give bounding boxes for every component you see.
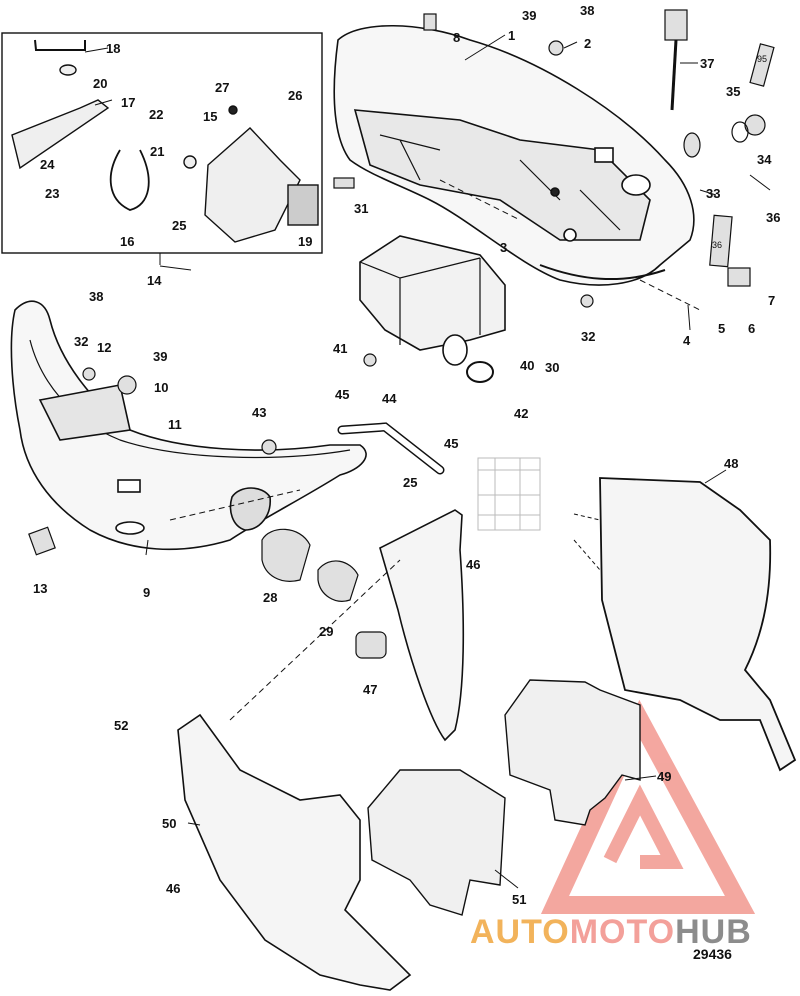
label-25b: 25 xyxy=(403,475,417,490)
label-18: 18 xyxy=(106,41,120,56)
label-39: 39 xyxy=(522,8,536,23)
label-17: 17 xyxy=(121,95,135,110)
label-1: 1 xyxy=(508,28,515,43)
foam-panel-51 xyxy=(367,769,506,916)
label-45: 45 xyxy=(335,387,349,402)
label-13: 13 xyxy=(33,581,47,596)
air-box-part xyxy=(359,235,506,366)
label-8: 8 xyxy=(453,30,460,45)
label-27: 27 xyxy=(215,80,229,95)
label-32: 32 xyxy=(74,334,88,349)
inset-parts xyxy=(11,39,319,243)
label-10: 10 xyxy=(154,380,168,395)
label-38: 38 xyxy=(580,3,594,18)
label-19: 19 xyxy=(298,234,312,249)
label-15: 15 xyxy=(203,109,217,124)
label-45b: 45 xyxy=(444,436,458,451)
label-16: 16 xyxy=(120,234,134,249)
label-20: 20 xyxy=(93,76,107,91)
label-44: 44 xyxy=(382,391,397,406)
label-29: 29 xyxy=(319,624,333,639)
label-32b: 32 xyxy=(581,329,595,344)
label-28: 28 xyxy=(263,590,277,605)
label-21: 21 xyxy=(150,144,164,159)
label-24: 24 xyxy=(40,157,55,172)
label-14: 14 xyxy=(147,273,162,288)
label-4: 4 xyxy=(683,333,691,348)
tube-label-36: 36 xyxy=(712,240,722,250)
label-23: 23 xyxy=(45,186,59,201)
label-33: 33 xyxy=(706,186,720,201)
watermark-text: AUTOMOTOHUB xyxy=(470,913,752,952)
label-7: 7 xyxy=(768,293,775,308)
label-52: 52 xyxy=(114,718,128,733)
label-30: 30 xyxy=(545,360,559,375)
label-49: 49 xyxy=(657,769,671,784)
leader-lines xyxy=(84,34,771,889)
part-labels: 1 2 3 4 5 6 7 8 9 10 11 12 13 14 15 16 1… xyxy=(33,3,780,907)
center-panel-part xyxy=(379,509,465,742)
label-38b: 38 xyxy=(89,289,103,304)
label-42: 42 xyxy=(514,406,528,421)
label-51: 51 xyxy=(512,892,526,907)
watermark-logo xyxy=(540,699,756,914)
lower-panel-part xyxy=(177,713,412,991)
label-3: 3 xyxy=(500,240,507,255)
label-35: 35 xyxy=(726,84,740,99)
label-34: 34 xyxy=(757,152,772,167)
o-ring-part xyxy=(466,361,494,383)
label-43: 43 xyxy=(252,405,266,420)
label-39b: 39 xyxy=(153,349,167,364)
label-26: 26 xyxy=(288,88,302,103)
label-2: 2 xyxy=(584,36,591,51)
label-5: 5 xyxy=(718,321,725,336)
label-12: 12 xyxy=(97,340,111,355)
label-11: 11 xyxy=(168,417,182,432)
label-46: 46 xyxy=(466,557,480,572)
label-31: 31 xyxy=(354,201,368,216)
label-37: 37 xyxy=(700,56,714,71)
label-46b: 46 xyxy=(166,881,180,896)
inset-box-14 xyxy=(1,32,323,254)
label-9: 9 xyxy=(143,585,150,600)
label-41: 41 xyxy=(333,341,347,356)
label-48: 48 xyxy=(724,456,738,471)
label-36: 36 xyxy=(766,210,780,225)
label-50: 50 xyxy=(162,816,176,831)
label-22: 22 xyxy=(149,107,163,122)
label-6: 6 xyxy=(748,321,755,336)
label-25: 25 xyxy=(172,218,186,233)
ghost-component xyxy=(477,457,541,531)
tube-label-95: 95 xyxy=(757,54,767,64)
side-panel-part xyxy=(599,477,797,772)
top-cowl-part xyxy=(333,24,695,286)
misc-hardware xyxy=(28,9,775,659)
document-id: 29436 xyxy=(693,946,732,962)
watermark-part1: AUTO xyxy=(470,913,570,951)
watermark-part2: MOTO xyxy=(569,913,676,951)
foam-panel-49 xyxy=(504,679,641,826)
label-47: 47 xyxy=(363,682,377,697)
watermark-part3: HUB xyxy=(675,913,752,951)
label-40: 40 xyxy=(520,358,534,373)
bottom-cowl-part xyxy=(10,300,367,551)
